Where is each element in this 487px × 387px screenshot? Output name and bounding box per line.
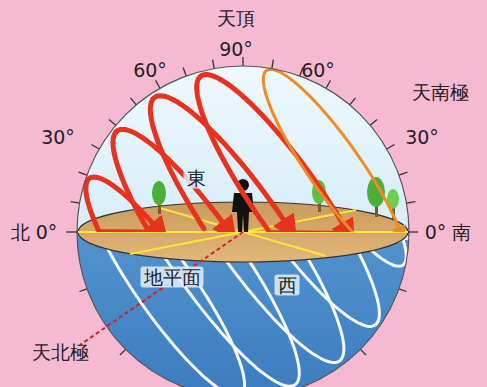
diagram-label: 東 <box>184 168 209 189</box>
diagram-label: 天北極 <box>32 342 89 363</box>
sun-path-day <box>150 96 290 230</box>
degree-tick <box>360 349 366 355</box>
degree-tick <box>399 289 407 292</box>
sun-path-day <box>197 75 349 233</box>
degree-tick <box>326 80 331 88</box>
degree-tick <box>370 120 377 126</box>
sun-path-day <box>113 129 229 231</box>
degree-tick <box>109 120 116 126</box>
degree-tick <box>406 202 415 204</box>
degree-tick <box>91 145 99 150</box>
degree-tick <box>79 172 87 175</box>
degree-tick <box>120 349 126 355</box>
degree-tick <box>79 289 87 292</box>
diagram-label: 30° <box>405 127 439 148</box>
degree-tick <box>71 202 80 204</box>
degree-tick <box>131 98 137 105</box>
diagram-label: 地平面 <box>141 267 204 288</box>
degree-tick <box>156 80 161 88</box>
degree-tick <box>387 145 395 150</box>
diagram-label: 北 0° <box>11 222 58 243</box>
diagram-label: 0° 南 <box>425 222 472 243</box>
degree-tick <box>272 60 274 69</box>
diagram-label: 30° <box>41 127 75 148</box>
degree-tick <box>399 172 407 175</box>
diagram-label: 90° <box>219 39 253 60</box>
diagram-label: 60° <box>133 60 167 81</box>
diagram-label: 西 <box>275 275 300 296</box>
diagram-label: 天頂 <box>217 8 255 29</box>
diagram-label: 60° <box>301 60 335 81</box>
sun-path-day <box>263 69 401 232</box>
degree-tick <box>350 98 356 105</box>
diagram-label: 天南極 <box>412 82 469 103</box>
degree-tick <box>213 60 215 69</box>
degree-tick <box>183 68 186 76</box>
